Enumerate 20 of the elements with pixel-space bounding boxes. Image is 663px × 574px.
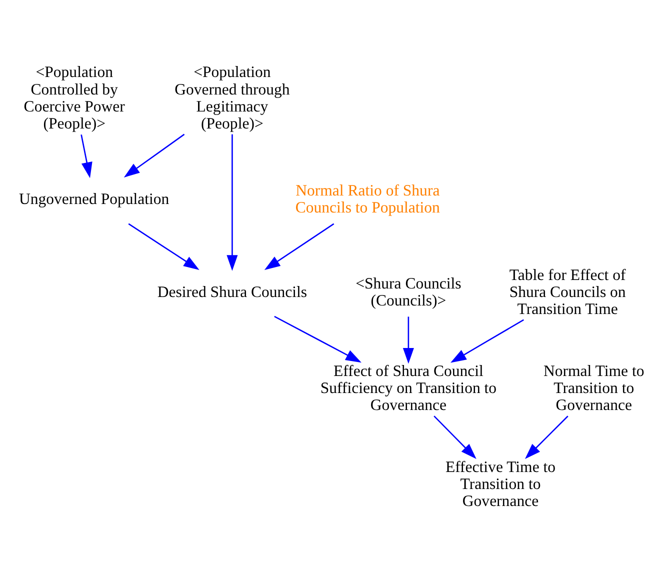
node-text: Table for Effect of Shura Councils on Transition Time: [509, 266, 626, 318]
node-text: <Population Controlled by Coercive Power (People)>: [24, 64, 125, 132]
arrow: [128, 222, 200, 270]
arrow: [274, 315, 362, 362]
node-text: Ungoverned Population: [19, 190, 170, 208]
node-text: <Shura Councils (Councils)>: [356, 274, 462, 309]
arrow: [226, 134, 238, 270]
arrow: [124, 133, 185, 177]
node-text: Effective Time to Transition to Governance: [445, 458, 556, 510]
node-text: <Population Governed through Legitimacy (People)>: [174, 64, 290, 132]
arrow: [80, 134, 92, 178]
arrow: [524, 415, 568, 458]
arrow: [402, 316, 414, 364]
arrow: [450, 318, 524, 362]
node-text: Effect of Shura Council Sufficiency on Transition to Governance: [320, 362, 497, 414]
node-text: Desired Shura Councils: [157, 283, 308, 300]
arrow: [264, 222, 334, 270]
node-text: Normal Time to Transition to Governance: [544, 362, 644, 414]
arrow: [434, 415, 476, 459]
node-text: Normal Ratio of Shura Councils to Population: [295, 182, 440, 216]
